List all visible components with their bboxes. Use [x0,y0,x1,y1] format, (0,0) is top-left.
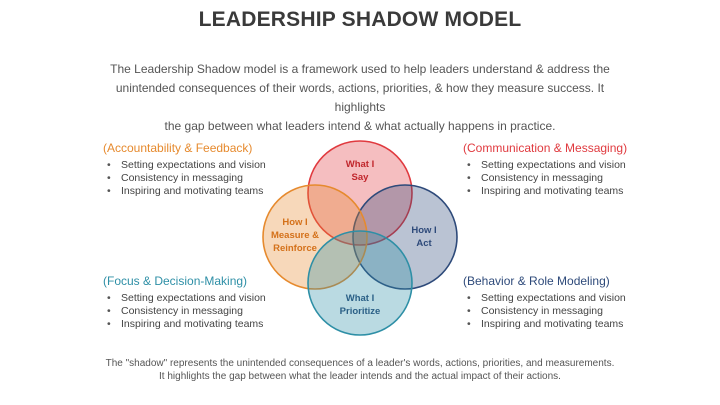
box-heading: (Behavior & Role Modeling) [463,274,610,288]
list-item: Setting expectations and vision [107,292,303,305]
footer-line: The "shadow" represents the unintended c… [105,358,615,369]
prioritize-label-line1: What I [346,293,375,304]
box-heading: (Accountability & Feedback) [103,141,253,155]
measure-label-line1: How I [282,217,307,228]
list-item: Setting expectations and vision [467,159,663,172]
say-circle [307,140,413,246]
say-label-line1: What I [346,159,375,170]
footer-line: It highlights the gap between what the l… [159,371,561,382]
act-label-line2: Act [416,238,432,249]
list-item: Inspiring and motivating teams [467,318,663,331]
behavior-role-box: (Behavior & Role Modeling) Setting expec… [463,274,663,331]
bullet-list: Setting expectations and vision Consiste… [463,159,663,198]
list-item: Inspiring and motivating teams [467,185,663,198]
act-circle [352,184,458,290]
act-label-line1: How I [411,225,436,236]
focus-decision-box: (Focus & Decision-Making) Setting expect… [103,274,303,331]
list-item: Consistency in messaging [107,172,303,185]
prioritize-label-line2: Prioritize [340,306,381,317]
bullet-list: Setting expectations and vision Consiste… [103,292,303,331]
list-item: Inspiring and motivating teams [107,318,303,331]
say-label-line2: Say [352,172,370,183]
measure-label-line2: Measure & [271,230,319,241]
intro-line: unintended consequences of their words, … [115,81,605,114]
bullet-list: Setting expectations and vision Consiste… [463,292,663,331]
measure-label-line3: Reinforce [273,243,317,254]
measure-circle [262,184,368,290]
list-item: Setting expectations and vision [467,292,663,305]
intro-paragraph: The Leadership Shadow model is a framewo… [90,60,630,136]
box-heading: (Communication & Messaging) [463,141,628,155]
venn-diagram: What I Say How I Act How I Measure & Rei… [262,140,458,336]
list-item: Consistency in messaging [107,305,303,318]
communication-messaging-box: (Communication & Messaging) Setting expe… [463,141,663,198]
list-item: Consistency in messaging [467,305,663,318]
box-heading: (Focus & Decision-Making) [103,274,248,288]
prioritize-circle [307,230,413,336]
list-item: Inspiring and motivating teams [107,185,303,198]
footer-note: The "shadow" represents the unintended c… [60,357,660,383]
accountability-feedback-box: (Accountability & Feedback) Setting expe… [103,141,303,198]
intro-line: The Leadership Shadow model is a framewo… [110,62,610,76]
page-title: LEADERSHIP SHADOW MODEL [198,8,522,31]
list-item: Setting expectations and vision [107,159,303,172]
bullet-list: Setting expectations and vision Consiste… [103,159,303,198]
list-item: Consistency in messaging [467,172,663,185]
intro-line: the gap between what leaders intend & wh… [164,119,556,133]
